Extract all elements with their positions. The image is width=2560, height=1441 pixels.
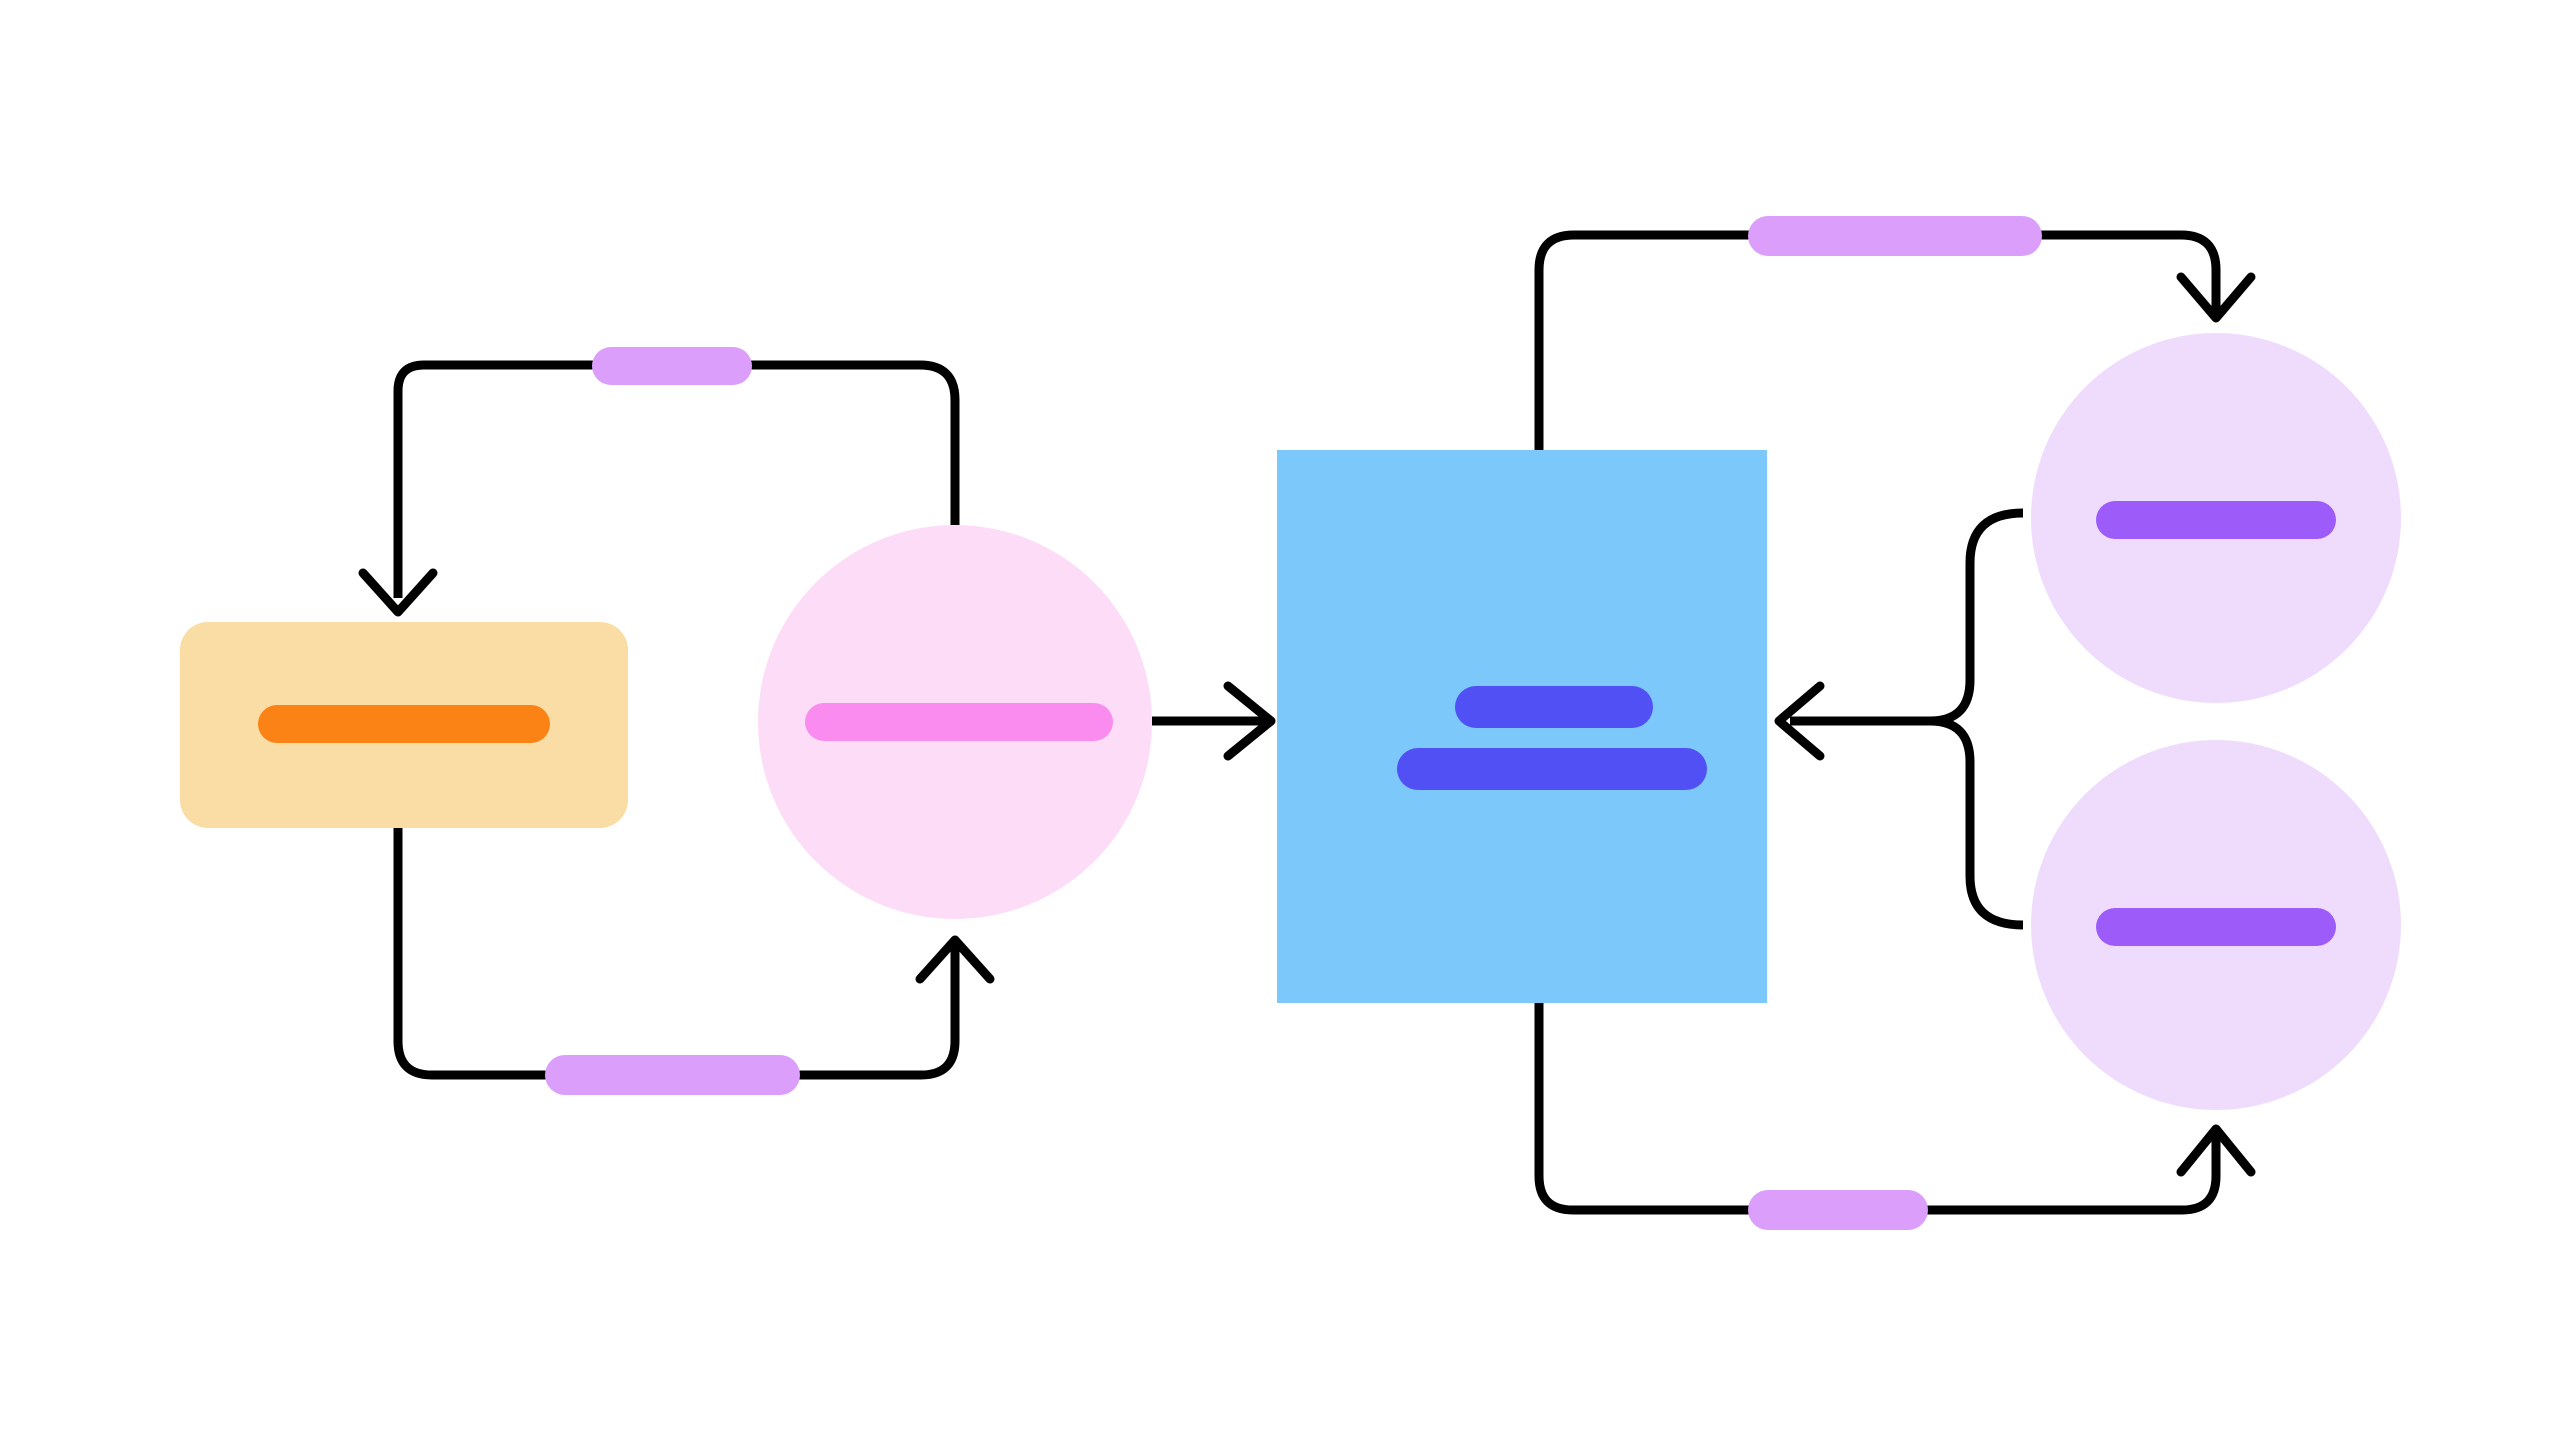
node-label-bar-secondary <box>1397 748 1707 790</box>
arrow-head-icon <box>358 568 438 617</box>
arrow-head-icon <box>2176 272 2256 323</box>
arrow-head-icon <box>1774 681 1825 761</box>
arrow-head-icon <box>2176 1124 2256 1177</box>
edge-label-pill-bottom-right[interactable] <box>1748 1190 1928 1230</box>
edge-pink-circle-to-blue-square[interactable] <box>1152 681 1276 761</box>
edge-label-pill-top-left[interactable] <box>592 347 752 385</box>
node-label-bar <box>258 705 550 743</box>
node-label-bar-primary <box>1455 686 1653 728</box>
blue-square-node[interactable] <box>1277 450 1767 1003</box>
node-label-bar <box>2096 501 2336 539</box>
arrow-head-icon <box>915 935 995 984</box>
nodes-layer <box>180 333 2401 1110</box>
purple-circle-top-node[interactable] <box>2031 333 2401 703</box>
edge-label-pill-bottom-left[interactable] <box>545 1055 800 1095</box>
arrow-head-icon <box>1223 681 1276 761</box>
purple-circle-bottom-node[interactable] <box>2031 740 2401 1110</box>
edge-label-pill-top-right[interactable] <box>1748 216 2042 256</box>
edge-line <box>1790 508 2024 930</box>
edge-labels-layer <box>545 216 2042 1230</box>
node-label-bar <box>2096 908 2336 946</box>
pink-circle-node[interactable] <box>758 525 1152 919</box>
orange-rounded-rect-node[interactable] <box>180 622 628 828</box>
edge-purple-circles-merge-to-blue-square[interactable] <box>1774 508 2024 930</box>
node-label-bar <box>805 703 1113 741</box>
